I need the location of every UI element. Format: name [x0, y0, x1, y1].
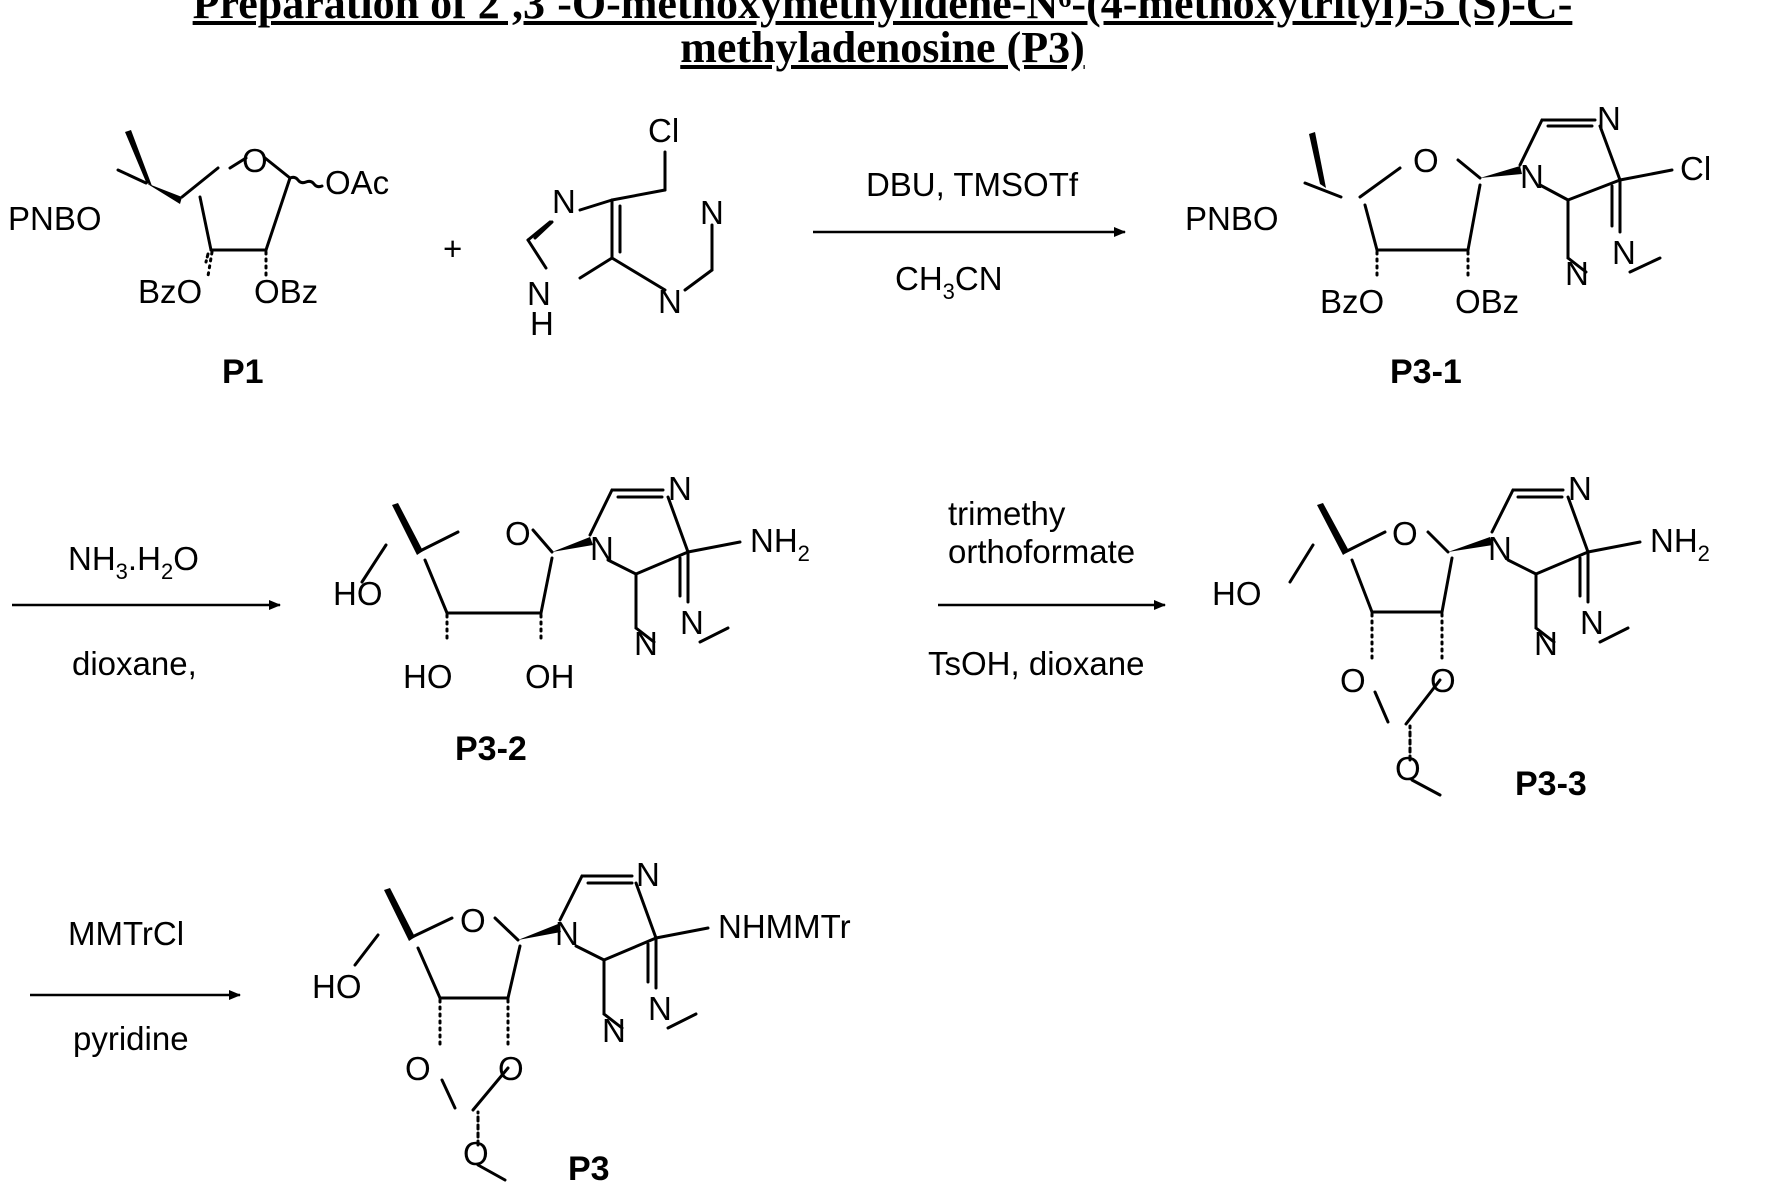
compound-label-p3-1: P3-1 — [1390, 353, 1462, 391]
atom-label: N — [1520, 158, 1544, 195]
atom-label: NHMMTr — [718, 908, 851, 945]
atom-label: N — [668, 470, 692, 507]
atom-label: Cl — [1680, 150, 1711, 187]
atom-label: O — [460, 902, 486, 939]
atom-label: HO — [312, 968, 362, 1005]
atom-label: O — [405, 1050, 431, 1087]
reagent-label: dioxane, — [72, 645, 197, 682]
wedge-bond — [1309, 132, 1326, 188]
compound-p3: HO O N N NHMMTr N N O O O P3 — [312, 856, 851, 1188]
atom-label: N — [1612, 234, 1636, 271]
atom-label: O — [1413, 142, 1439, 179]
reagent-label: orthoformate — [948, 533, 1135, 570]
reagent-label: pyridine — [73, 1020, 189, 1057]
atom-label: HO — [1212, 575, 1262, 612]
compound-p3-3: HO O N N NH2 N N O O O P3-3 — [1212, 470, 1710, 803]
reaction-arrow-step4: MMTrCl pyridine — [30, 915, 240, 1057]
atom-label: HO — [333, 575, 383, 612]
atom-label: N — [552, 183, 576, 220]
atom-label: N — [1597, 100, 1621, 137]
wedge-bond — [1448, 537, 1493, 552]
atom-label: N — [700, 194, 724, 231]
compound-p1: PNBO O OAc BzO OBz P1 — [8, 130, 389, 391]
wedge-bond — [552, 537, 593, 552]
atom-label: O — [1392, 515, 1418, 552]
wavy-bond — [290, 177, 322, 186]
reagent-label: DBU, TMSOTf — [866, 166, 1079, 203]
plus-sign: + — [443, 230, 462, 267]
atom-label: OH — [525, 658, 575, 695]
atom-label: NH2 — [750, 522, 810, 566]
reagent-label: trimethy — [948, 495, 1066, 532]
atom-label: O — [1395, 750, 1421, 787]
reaction-arrow-step1: DBU, TMSOTf CH3CN — [813, 166, 1125, 304]
wedge-bond — [384, 888, 415, 941]
wedge-bond — [392, 503, 423, 555]
atom-label: N — [1568, 470, 1592, 507]
atom-label: N — [1565, 255, 1589, 292]
atom-label: N — [648, 990, 672, 1027]
atom-label: N — [602, 1012, 626, 1049]
reagent-label: NH3.H2O — [68, 540, 199, 584]
atom-label: OBz — [254, 273, 318, 310]
atom-label: BzO — [138, 273, 202, 310]
wedge-bond — [1480, 166, 1522, 178]
atom-label: Cl — [648, 112, 679, 149]
atom-label: NH2 — [1650, 522, 1710, 566]
compound-6-chloropurine: Cl N N N H N — [527, 112, 724, 342]
atom-label: N — [1580, 604, 1604, 641]
atom-label: N — [680, 604, 704, 641]
wedge-bond — [146, 183, 182, 204]
reaction-arrow-step3: trimethy orthoformate TsOH, dioxane — [928, 495, 1165, 682]
reagent-label: TsOH, dioxane — [928, 645, 1144, 682]
atom-label: N — [634, 625, 658, 662]
atom-label: N — [1488, 530, 1512, 567]
atom-label: N — [1534, 625, 1558, 662]
atom-label: O — [505, 515, 531, 552]
atom-label: HO — [403, 658, 453, 695]
atom-label: OAc — [325, 164, 389, 201]
compound-p3-2: HO O N N NH2 N N HO OH P3-2 — [333, 470, 810, 768]
atom-label: PNBO — [8, 200, 102, 237]
atom-label: PNBO — [1185, 200, 1279, 237]
atom-label: O — [242, 142, 268, 179]
wedge-bond — [125, 130, 152, 186]
atom-label: N — [590, 530, 614, 567]
compound-label-p3: P3 — [568, 1150, 610, 1188]
compound-label-p3-2: P3-2 — [455, 730, 527, 768]
reagent-label: CH3CN — [895, 260, 1003, 304]
atom-label: O — [1340, 662, 1366, 699]
compound-p3-1: PNBO O N N Cl N N BzO OBz P3-1 — [1185, 100, 1711, 391]
atom-label: O — [463, 1135, 489, 1172]
wedge-bond — [1317, 503, 1349, 555]
compound-label-p1: P1 — [222, 353, 264, 391]
atom-label: H — [530, 305, 554, 342]
compound-label-p3-3: P3-3 — [1515, 765, 1587, 803]
atom-label: O — [498, 1050, 524, 1087]
reagent-label: MMTrCl — [68, 915, 184, 952]
atom-label: N — [658, 283, 682, 320]
atom-label: N — [636, 856, 660, 893]
atom-label: O — [1430, 662, 1456, 699]
reaction-arrow-step2: NH3.H2O dioxane, — [12, 540, 280, 682]
atom-label: OBz — [1455, 283, 1519, 320]
atom-label: BzO — [1320, 283, 1384, 320]
atom-label: N — [555, 915, 579, 952]
